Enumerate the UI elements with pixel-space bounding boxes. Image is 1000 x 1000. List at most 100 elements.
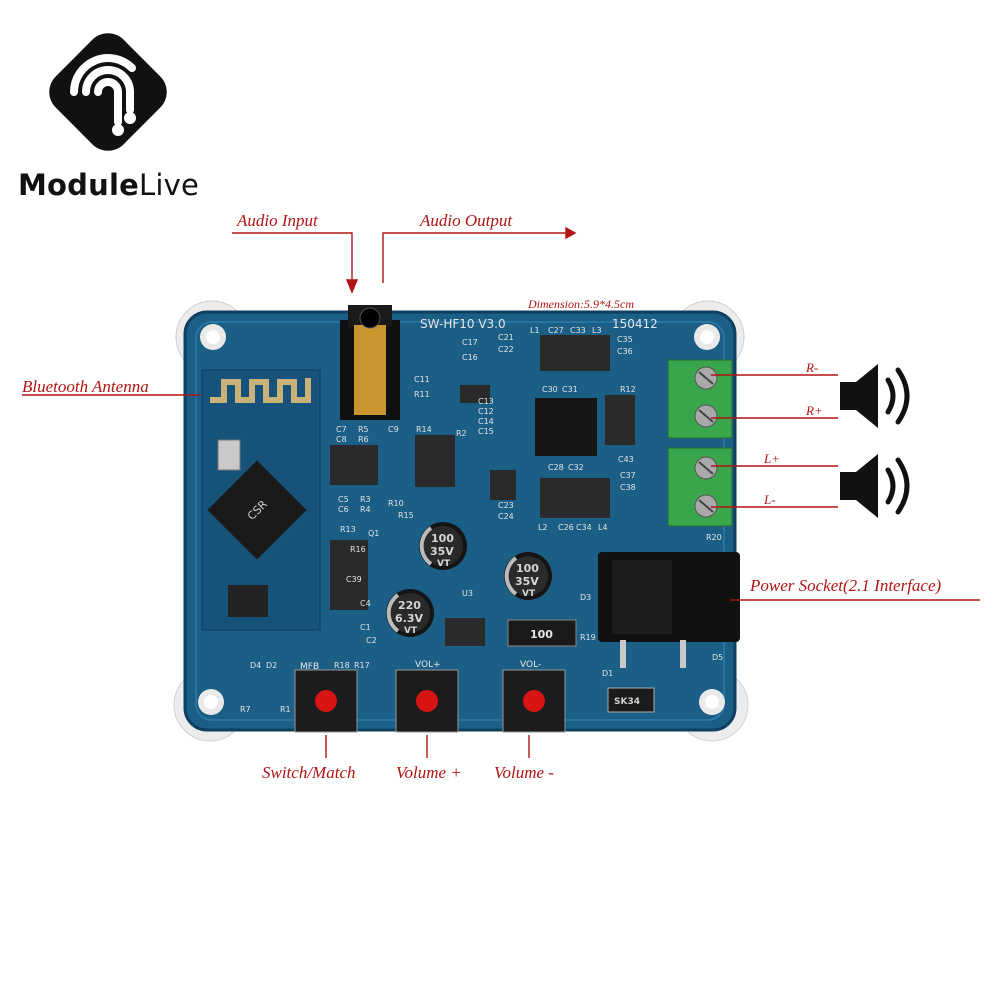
brand-name-part1: Module <box>18 168 139 202</box>
smd-components <box>330 335 635 646</box>
designator-label: D5 <box>712 653 723 662</box>
designator-label: C17 <box>462 338 478 347</box>
designator-label: C12 <box>478 407 494 416</box>
designator-label: C28 <box>548 463 564 472</box>
designator-label: R3 <box>360 495 371 504</box>
designator-label: D3 <box>580 593 591 602</box>
designator-label: R17 <box>354 661 370 670</box>
board-model: SW-HF10 V3.0 <box>420 317 506 331</box>
designator-label: C31 <box>562 385 578 394</box>
designator-label: L3 <box>592 326 602 335</box>
designator-label: C4 <box>360 599 371 608</box>
designator-label: R6 <box>358 435 369 444</box>
designator-label: C6 <box>338 505 349 514</box>
bluetooth-module: CSR <box>201 369 321 631</box>
brand-name: ModuleLive <box>18 168 199 202</box>
cap2-value: 100 <box>516 562 539 575</box>
callout-lines <box>22 226 980 758</box>
designator-label: C38 <box>620 483 636 492</box>
modulelive-logo-icon <box>49 33 167 151</box>
speaker-icon-left <box>840 454 910 518</box>
designator-label: C22 <box>498 345 514 354</box>
callout-r-plus: R+ <box>806 403 823 418</box>
callout-dimension: Dimension:5.9*4.5cm <box>528 297 634 311</box>
designator-label: C9 <box>388 425 399 434</box>
designator-label: R1 <box>280 705 291 714</box>
designator-label: R2 <box>456 429 467 438</box>
designator-label: C35 <box>617 335 633 344</box>
designator-label: C16 <box>462 353 478 362</box>
designator-label: R4 <box>360 505 371 514</box>
designator-label: D1 <box>602 669 613 678</box>
callout-volume-plus: Volume + <box>396 763 462 782</box>
callout-volume-minus: Volume - <box>494 763 554 782</box>
callout-r-minus: R- <box>806 360 819 375</box>
callout-power-socket: Power Socket(2.1 Interface) <box>750 576 942 595</box>
designator-label: C36 <box>617 347 633 356</box>
designator-label: R7 <box>240 705 251 714</box>
amp-chip <box>535 398 597 456</box>
callout-bluetooth-antenna: Bluetooth Antenna <box>22 377 149 396</box>
designator-label: C30 <box>542 385 558 394</box>
mounting-holes <box>198 324 725 715</box>
designator-label: R19 <box>580 633 596 642</box>
designator-label: C21 <box>498 333 514 342</box>
designator-label: C43 <box>618 455 634 464</box>
designator-label: R16 <box>350 545 366 554</box>
designator-label: Q1 <box>368 529 379 538</box>
cap1-series: VT <box>437 559 451 569</box>
cap2-voltage: 35V <box>515 575 539 588</box>
designator-label: C7 <box>336 425 347 434</box>
brand-name-part2: Live <box>139 168 200 202</box>
callout-audio-input: Audio Input <box>237 211 318 230</box>
callout-switch-match: Switch/Match <box>262 763 356 782</box>
btn-voldn-silk: VOL- <box>520 660 541 670</box>
cap1-value: 100 <box>431 532 454 545</box>
designator-label: D2 <box>266 661 277 670</box>
callout-audio-output: Audio Output <box>420 211 513 230</box>
designator-label: C15 <box>478 427 494 436</box>
designator-label: R14 <box>416 425 432 434</box>
power-socket <box>598 552 740 668</box>
designator-label: C5 <box>338 495 349 504</box>
designator-label: L4 <box>598 523 608 532</box>
designator-label: C11 <box>414 375 430 384</box>
board-date-code: 150412 <box>612 317 658 331</box>
designator-label: L2 <box>538 523 548 532</box>
designator-label: C8 <box>336 435 347 444</box>
designator-label: C34 <box>576 523 592 532</box>
diode-sk34 <box>607 687 655 713</box>
cap3-voltage: 6.3V <box>395 612 423 625</box>
electrolytic-capacitors <box>386 522 552 637</box>
designator-label: C33 <box>570 326 586 335</box>
cap3-value: 220 <box>398 599 421 612</box>
screw-terminals <box>667 359 733 527</box>
designator-label: C13 <box>478 397 494 406</box>
designator-label: C1 <box>360 623 371 632</box>
designator-label: C26 <box>558 523 574 532</box>
designator-label: C23 <box>498 501 514 510</box>
audio-jack <box>340 305 400 420</box>
designator-label: R12 <box>620 385 636 394</box>
designator-label: R11 <box>414 390 430 399</box>
designator-label: C2 <box>366 636 377 645</box>
cap3-series: VT <box>404 626 418 636</box>
power-resistor <box>507 619 577 647</box>
cap1-voltage: 35V <box>430 545 454 558</box>
designator-label: R20 <box>706 533 722 542</box>
designator-label: C14 <box>478 417 494 426</box>
diode-label: SK34 <box>614 697 640 707</box>
designator-label: R15 <box>398 511 414 520</box>
designator-label: L1 <box>530 326 540 335</box>
btn-volup-silk: VOL+ <box>415 660 441 670</box>
pcb-base <box>183 310 737 732</box>
designator-label: R18 <box>334 661 350 670</box>
designator-label: R10 <box>388 499 404 508</box>
btn-mfb-silk: MFB <box>300 662 319 672</box>
designator-label: R5 <box>358 425 369 434</box>
designator-label: R13 <box>340 525 356 534</box>
designator-label: C24 <box>498 512 514 521</box>
